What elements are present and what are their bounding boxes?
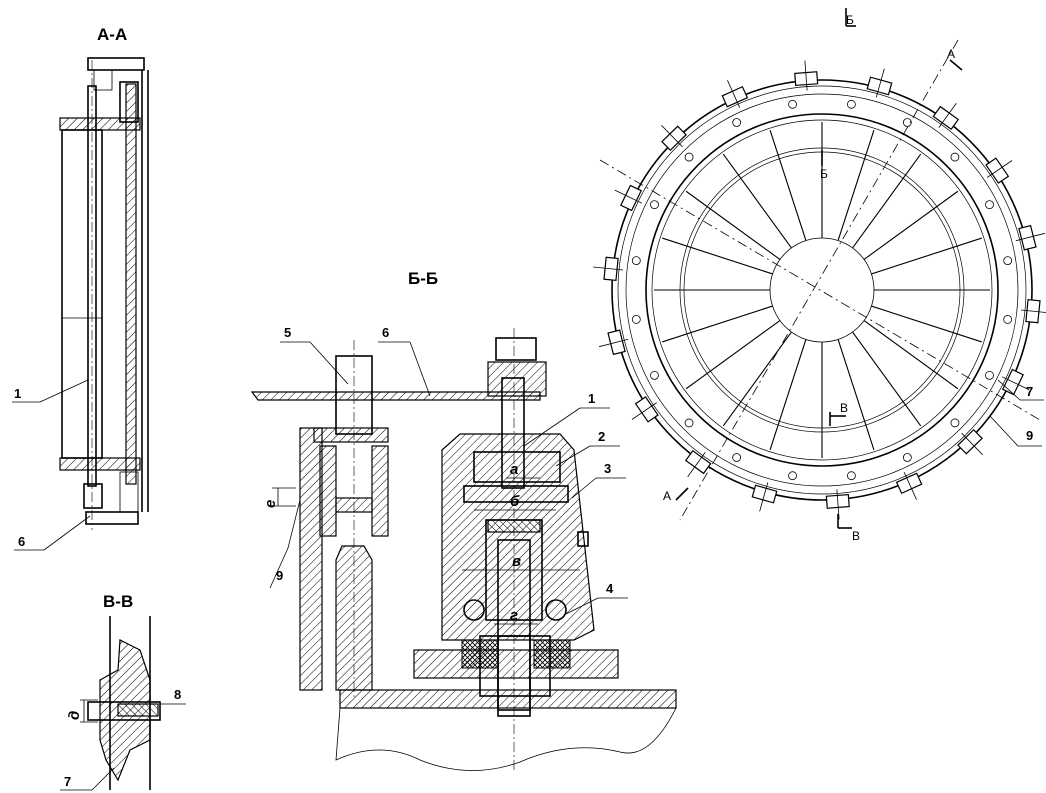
mark-b-top: Б (846, 13, 854, 27)
mark-v-bottom: В (852, 529, 860, 543)
bolt-hole (985, 370, 994, 380)
bolt-hole (1003, 315, 1013, 324)
blade-edge (770, 132, 805, 235)
blade-edge (868, 192, 957, 257)
clamp-bolt (759, 482, 769, 512)
bolt-hole (684, 418, 694, 428)
clamp-bolt (598, 338, 629, 348)
clamp-bolt (875, 68, 885, 98)
clamp-bolt (631, 402, 657, 420)
mark-a-bottom: А (663, 489, 671, 503)
blade-edge (855, 336, 920, 425)
bolt-hole (902, 118, 912, 127)
disc-ring (625, 93, 1019, 487)
bolt-hole (788, 99, 797, 109)
clamp-bolt (1015, 232, 1046, 242)
blade-edge (664, 238, 767, 273)
clamp-bolt (804, 60, 808, 91)
bolt-hole (950, 152, 960, 162)
bolt-hole (847, 99, 856, 109)
dim-a: а (510, 461, 518, 478)
mark-a-top: А (947, 47, 955, 61)
blade-edge (664, 307, 767, 342)
bolt-hole (788, 471, 797, 481)
clamp-bolt (614, 189, 643, 204)
clamp-bolt (938, 103, 957, 128)
label-4-bb: 4 (606, 581, 614, 596)
bolt-hole (847, 471, 856, 481)
dim-v: в (512, 553, 521, 570)
label-5-bb: 5 (284, 325, 291, 340)
clamp-bolt (727, 80, 741, 108)
clamp-bolt (903, 472, 917, 500)
label-1-bb: 1 (588, 391, 595, 406)
clamp-bolt (687, 452, 706, 477)
section-vv-view: В-В д 8 7 (60, 592, 186, 791)
clamp-bolt (661, 125, 683, 148)
blade-edge (770, 345, 805, 448)
bolt-hole (732, 453, 742, 462)
section-bb-title: Б-Б (408, 269, 438, 288)
section-bb-view: Б-Б е 9 (250, 269, 677, 771)
clamp-bolt (961, 432, 983, 455)
blade-edge (855, 155, 920, 244)
label-3-bb: 3 (604, 461, 611, 476)
label-6-aa: 6 (18, 534, 25, 549)
label-8-vv: 8 (174, 687, 181, 702)
label-7-vv: 7 (64, 774, 71, 789)
blade-edge (877, 307, 980, 342)
label-7-plan: 7 (1026, 384, 1033, 399)
clamp-bolt (593, 266, 624, 271)
plan-view: Б А Б В В А 7 9 (593, 8, 1046, 543)
bolt-hole (631, 256, 641, 265)
dim-d: д (66, 711, 83, 720)
section-aa-title: А-А (97, 25, 127, 44)
blade-edge (868, 323, 957, 388)
section-vv-title: В-В (103, 592, 133, 611)
clamp-bolt (987, 160, 1013, 178)
clamp-bolt (1001, 376, 1030, 391)
section-aa-view: А-А 1 6 (12, 25, 149, 551)
blade-edge (687, 323, 776, 388)
blade-edge (839, 132, 874, 235)
label-2-bb: 2 (598, 429, 605, 444)
bolt-hole (650, 370, 659, 380)
dim-e: е (262, 500, 279, 508)
bolt-hole (631, 315, 641, 324)
hub-circle (769, 237, 875, 343)
bolt-hole (1003, 256, 1013, 265)
bolt-hole (684, 152, 694, 162)
bolt-hole (985, 200, 994, 210)
blade-edge (724, 155, 789, 244)
disc-ring (645, 113, 999, 467)
disc-ring (611, 79, 1033, 501)
disc-ring (617, 85, 1027, 495)
bolt-hole (650, 200, 659, 210)
blade-edge (877, 238, 980, 273)
disc-ring (651, 119, 993, 461)
label-6-bb: 6 (382, 325, 389, 340)
label-9-plan: 9 (1026, 428, 1033, 443)
blade-edge (839, 345, 874, 448)
dim-b: б (510, 493, 520, 510)
dim-g: г (510, 607, 518, 624)
blade-edge (687, 192, 776, 257)
bolt-hole (902, 453, 912, 462)
bolt-hole (732, 118, 742, 127)
mark-b-inner: Б (820, 167, 828, 181)
label-9-bb: 9 (276, 568, 283, 583)
bolt-hole (950, 418, 960, 428)
mark-v-inner: В (840, 401, 848, 415)
label-1-aa: 1 (14, 386, 21, 401)
